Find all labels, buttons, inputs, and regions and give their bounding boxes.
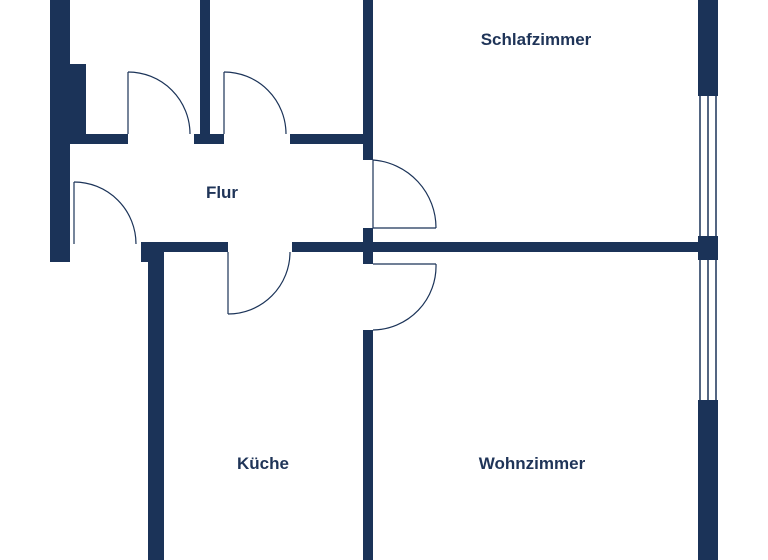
wall-bedroom-living: [373, 242, 718, 252]
wall-right-mid: [698, 236, 718, 260]
wall-left-outer: [50, 0, 70, 262]
door-bedroom: [372, 159, 437, 229]
window-living: [699, 260, 717, 400]
room-label-kueche: Küche: [237, 454, 289, 473]
door-kitchen: [227, 251, 291, 315]
wall-living-stub: [363, 228, 373, 264]
wall-hall-top-a: [70, 134, 128, 144]
wall-kitchen-left-top: [141, 252, 164, 262]
wall-left-thick: [70, 64, 86, 144]
door-living: [372, 263, 437, 331]
wall-right-bottom: [698, 400, 718, 560]
door-closet-2: [223, 71, 287, 135]
window-bedroom: [699, 96, 717, 236]
walls: [50, 0, 718, 560]
wall-kitchen-living: [363, 330, 373, 560]
wall-hall-top-c: [290, 134, 373, 144]
wall-closet-1: [200, 0, 210, 134]
wall-hall-bottom-b: [292, 242, 373, 252]
room-label-schlafzimmer: Schlafzimmer: [481, 30, 592, 49]
wall-flur-bedroom: [363, 144, 373, 160]
wall-hall-top-b: [194, 134, 224, 144]
windows: [699, 96, 717, 400]
wall-kitchen-left: [148, 252, 164, 560]
door-entrance: [73, 181, 137, 245]
wall-hall-bottom-a: [141, 242, 228, 252]
room-label-flur: Flur: [206, 183, 238, 202]
doors: [73, 71, 437, 331]
wall-closet-2: [363, 0, 373, 134]
door-closet-1: [127, 71, 191, 135]
room-label-wohnzimmer: Wohnzimmer: [479, 454, 586, 473]
wall-right-top: [698, 0, 718, 96]
